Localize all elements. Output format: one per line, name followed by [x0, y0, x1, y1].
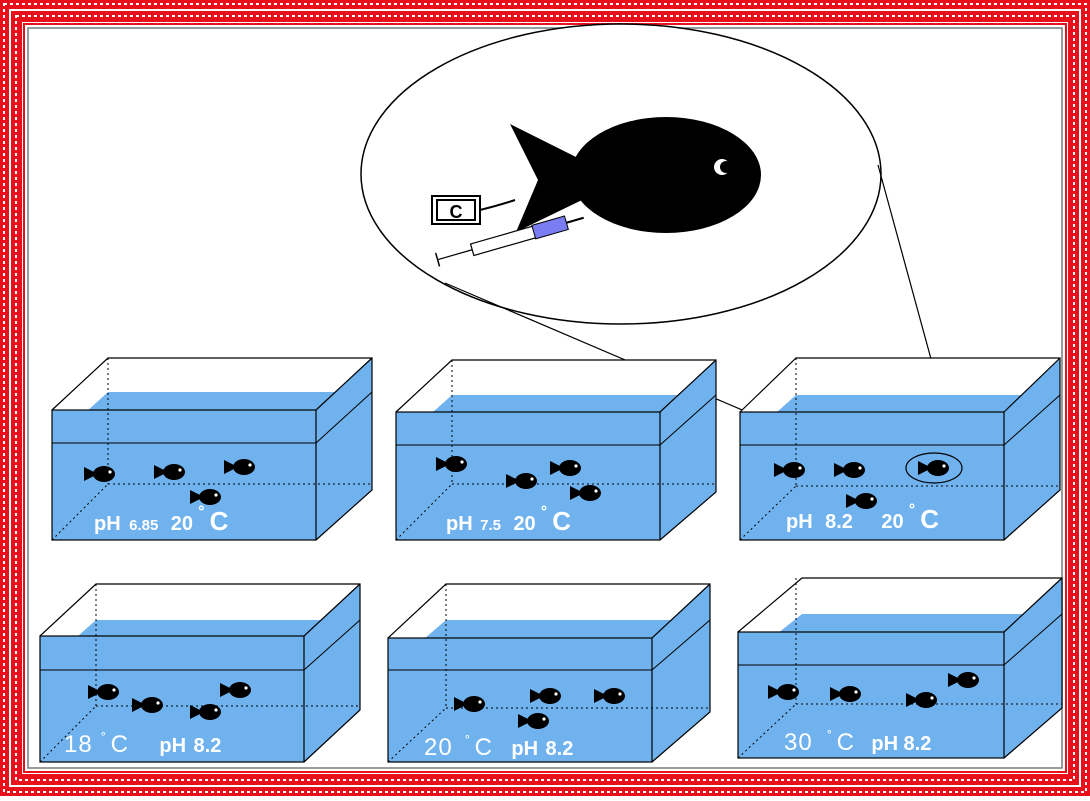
tank: pH 8.2 20 ˚ C — [739, 357, 1061, 541]
tank: 30 ˚ C pH 8.2 — [737, 577, 1063, 759]
tank-label: 30 ˚ C pH 8.2 — [784, 729, 931, 756]
tank: pH 7.5 20 ˚ C — [395, 359, 717, 541]
tank-label: 18 ˚ C pH 8.2 — [64, 731, 221, 758]
magnified-view: C — [360, 23, 961, 481]
tank-label: 20 ˚ C pH 8.2 — [424, 734, 573, 761]
tanks-row-ph: pH 6.85 20 ˚ C pH — [51, 357, 1061, 541]
large-fish — [510, 117, 761, 233]
highlight-circle — [905, 452, 963, 484]
tank-label: pH 8.2 20 ˚ C — [786, 502, 939, 534]
tank-label: pH 6.85 20 ˚ C — [94, 504, 229, 536]
tank: 18 ˚ C pH 8.2 — [39, 583, 361, 763]
syringe-label-letter: C — [450, 202, 463, 222]
tanks-row-temperature: 18 ˚ C pH 8.2 20 — [39, 577, 1063, 763]
tank: 20 ˚ C pH 8.2 — [387, 583, 711, 763]
tank-label: pH 7.5 20 ˚ C — [446, 504, 571, 536]
syringe: C — [431, 195, 584, 267]
tank: pH 6.85 20 ˚ C — [51, 357, 373, 541]
